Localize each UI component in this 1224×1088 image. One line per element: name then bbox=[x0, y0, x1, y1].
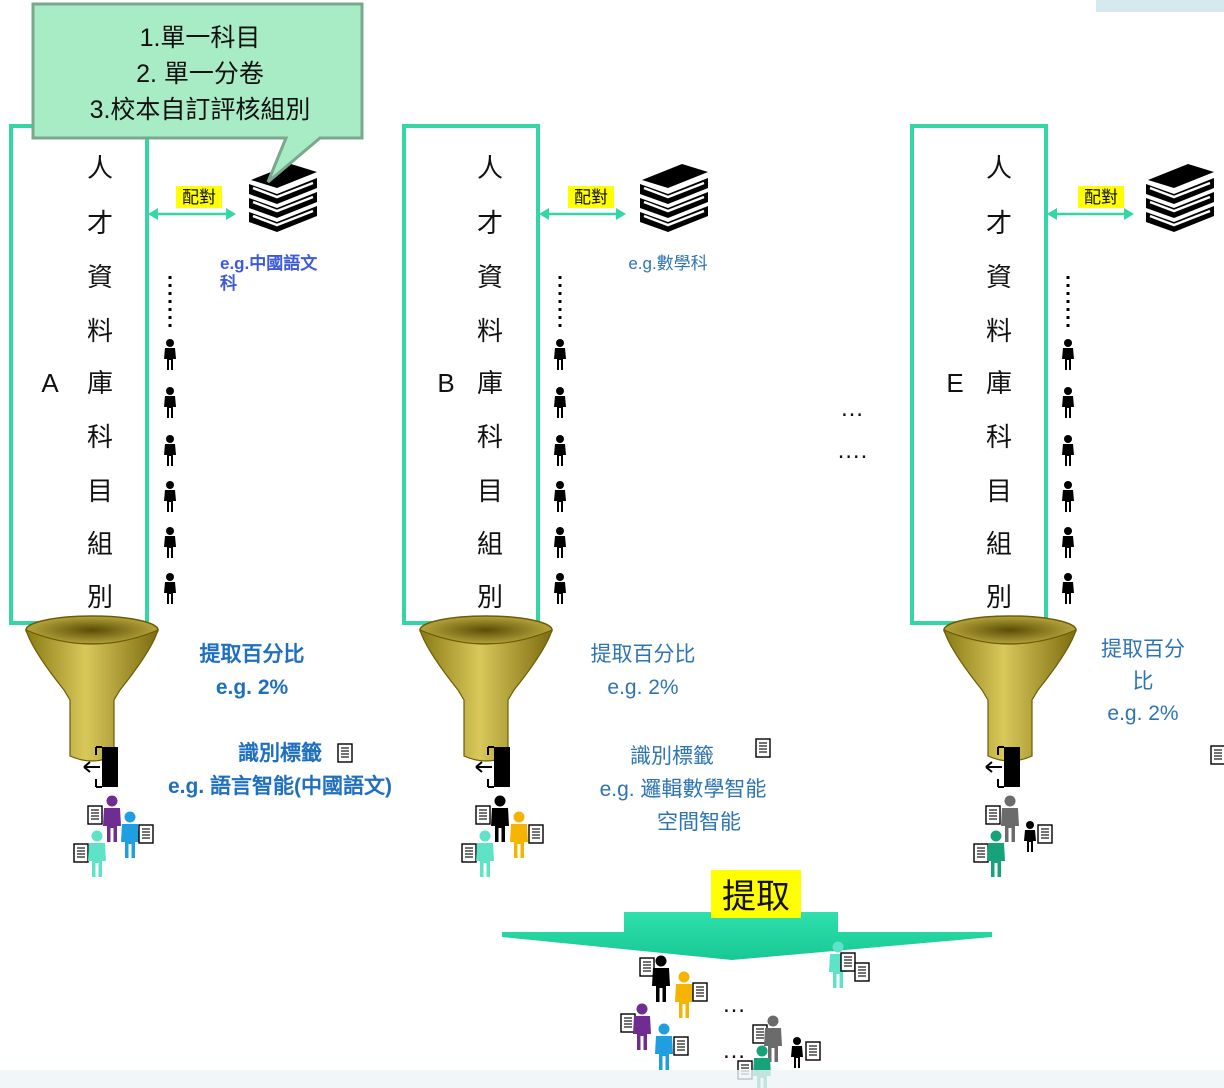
funnel-icon-e bbox=[943, 615, 1077, 762]
callout-line-1: 1.單一科目 bbox=[140, 24, 261, 52]
svg-text:目: 目 bbox=[986, 476, 1012, 506]
extract-percent-e: e.g. 2% bbox=[1107, 702, 1178, 725]
svg-text:料: 料 bbox=[986, 316, 1012, 346]
ellipsis-between-groups-2: …. bbox=[837, 437, 868, 464]
extract-label-e: 提取百分 bbox=[1101, 638, 1185, 661]
svg-text:科: 科 bbox=[87, 422, 113, 452]
subject-example-a-cont: 科 bbox=[220, 273, 237, 293]
tagged-people-a bbox=[73, 795, 154, 877]
books-icon-e bbox=[1144, 162, 1216, 234]
svg-text:科: 科 bbox=[986, 422, 1012, 452]
tagged-people-b bbox=[461, 795, 544, 877]
extract-banner-arrow bbox=[502, 912, 992, 960]
scope-callout: 1.單一科目 2. 單一分卷 3.校本自訂評核組別 bbox=[31, 2, 364, 184]
column-e: E 人 才 資 料 庫 科 目 組 別 配對 提取 bbox=[910, 124, 1224, 877]
bottom-strip bbox=[0, 1070, 1224, 1088]
vertical-label-a: 人 才 資 料 庫 科 目 組 別 bbox=[87, 153, 113, 612]
svg-text:才: 才 bbox=[477, 208, 503, 238]
pair-arrow-e bbox=[1047, 208, 1134, 220]
svg-text:人: 人 bbox=[87, 153, 113, 183]
extract-label-a: 提取百分比 bbox=[200, 642, 305, 666]
extract-percent-a: e.g. 2% bbox=[216, 676, 289, 699]
books-icon-b bbox=[638, 162, 710, 234]
extract-percent-b: e.g. 2% bbox=[607, 676, 678, 699]
column-a: A 人 才 資 料 庫 科 目 組 別 配對 e.g.中國語文 科 bbox=[9, 124, 392, 877]
svg-text:人: 人 bbox=[477, 153, 503, 183]
svg-text:料: 料 bbox=[87, 316, 113, 346]
svg-text:資: 資 bbox=[87, 262, 113, 292]
extract-label-b: 提取百分比 bbox=[591, 643, 696, 666]
subject-example-a: e.g.中國語文 bbox=[220, 253, 318, 273]
column-b: B 人 才 資 料 庫 科 目 組 別 配對 e.g.數學科 bbox=[402, 124, 771, 877]
callout-line-2: 2. 單一分卷 bbox=[136, 60, 264, 88]
people-column-b bbox=[554, 339, 566, 604]
svg-text:別: 別 bbox=[87, 582, 113, 612]
svg-text:組: 組 bbox=[477, 529, 503, 559]
group-frame-a bbox=[9, 124, 149, 625]
svg-text:庫: 庫 bbox=[986, 368, 1012, 398]
svg-text:庫: 庫 bbox=[87, 368, 113, 398]
svg-text:資: 資 bbox=[986, 262, 1012, 292]
top-right-bar bbox=[1096, 0, 1224, 12]
svg-text:才: 才 bbox=[986, 208, 1012, 238]
tag-label-b: 識別標籤 bbox=[630, 745, 714, 768]
people-column-e bbox=[1062, 339, 1074, 604]
svg-text:才: 才 bbox=[87, 208, 113, 238]
tag-example-b-2: 空間智能 bbox=[657, 811, 741, 834]
books-icon bbox=[247, 162, 319, 234]
tag-label-a: 識別標籤 bbox=[238, 741, 322, 765]
pair-label-a: 配對 bbox=[182, 188, 216, 207]
ellipsis-between-groups: … bbox=[840, 395, 864, 422]
group-letter-b: B bbox=[437, 368, 454, 398]
group-frame-b bbox=[402, 124, 540, 625]
extract-label-e-2: 比 bbox=[1133, 670, 1154, 693]
svg-text:目: 目 bbox=[477, 476, 503, 506]
svg-text:別: 別 bbox=[477, 582, 503, 612]
tag-example-b: e.g. 邏輯數學智能 bbox=[600, 778, 767, 801]
subject-example-b: e.g.數學科 bbox=[628, 254, 707, 273]
doc-icon-b bbox=[755, 738, 771, 758]
people-column-a bbox=[164, 339, 176, 604]
svg-text:目: 目 bbox=[87, 476, 113, 506]
svg-text:組: 組 bbox=[87, 529, 113, 559]
svg-text:組: 組 bbox=[986, 529, 1012, 559]
result-ellipsis-1: … bbox=[722, 991, 746, 1018]
group-letter-e: E bbox=[946, 368, 963, 398]
svg-text:料: 料 bbox=[477, 316, 503, 346]
doc-icon-edge bbox=[1210, 745, 1224, 765]
group-letter-a: A bbox=[41, 368, 59, 398]
svg-text:人: 人 bbox=[986, 153, 1012, 183]
svg-text:別: 別 bbox=[986, 582, 1012, 612]
pair-label-b: 配對 bbox=[574, 188, 608, 207]
pair-arrow-a bbox=[148, 208, 236, 220]
funnel-icon-a bbox=[25, 615, 159, 762]
svg-text:科: 科 bbox=[477, 422, 503, 452]
funnel-icon-b bbox=[419, 615, 553, 762]
vertical-label-e: 人 才 資 料 庫 科 目 組 別 bbox=[986, 153, 1012, 612]
result-ellipsis-2: … bbox=[722, 1037, 746, 1064]
vertical-label-b: 人 才 資 料 庫 科 目 組 別 bbox=[477, 153, 503, 612]
tag-example-a: e.g. 語言智能(中國語文) bbox=[168, 774, 392, 798]
extract-banner-label: 提取 bbox=[722, 878, 790, 916]
svg-text:資: 資 bbox=[477, 262, 503, 292]
group-frame-e bbox=[910, 124, 1048, 625]
tagged-people-e bbox=[973, 795, 1053, 877]
pair-label-e: 配對 bbox=[1084, 188, 1118, 207]
callout-line-3: 3.校本自訂評核組別 bbox=[90, 96, 311, 124]
pair-arrow-b bbox=[539, 208, 626, 220]
svg-text:庫: 庫 bbox=[477, 368, 503, 398]
doc-icon bbox=[337, 743, 353, 763]
